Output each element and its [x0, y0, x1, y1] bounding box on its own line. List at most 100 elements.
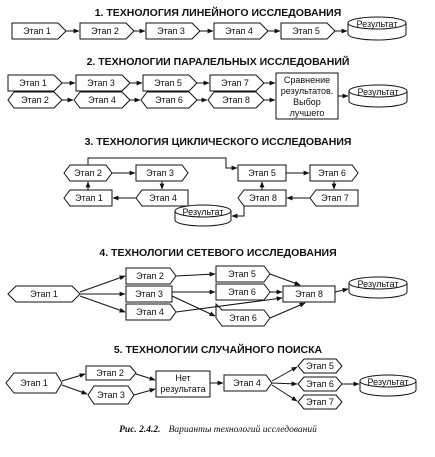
svg-text:Этап 2: Этап 2 — [21, 95, 49, 105]
svg-text:лучшего: лучшего — [290, 108, 325, 118]
sec4-stage-6a: Этап 6 — [215, 283, 271, 301]
svg-text:Этап 2: Этап 2 — [96, 368, 124, 378]
sec4-result-disk: Результат — [348, 276, 408, 299]
svg-text:Этап 1: Этап 1 — [19, 78, 47, 88]
sec1-stage-1: Этап 1 — [11, 22, 67, 40]
sec3-stage-3: Этап 3 — [135, 164, 189, 182]
svg-text:Этап 5: Этап 5 — [154, 78, 182, 88]
svg-text:Этап 2: Этап 2 — [74, 168, 102, 178]
svg-text:Этап 3: Этап 3 — [146, 168, 174, 178]
svg-text:Этап 3: Этап 3 — [87, 78, 115, 88]
sec2-stage-6: Этап 6 — [140, 91, 198, 109]
svg-text:Результат: Результат — [357, 19, 398, 29]
sec1-result-disk: Результат — [347, 16, 407, 41]
caption-label: Рис. 2.4.2. — [119, 425, 160, 435]
svg-text:результатов.: результатов. — [281, 86, 334, 96]
sec2-stage-4: Этап 4 — [73, 91, 131, 109]
sec1-stage-5: Этап 5 — [280, 22, 336, 40]
sec2-stage-1: Этап 1 — [7, 74, 63, 92]
svg-text:Этап 7: Этап 7 — [321, 193, 349, 203]
svg-text:Выбор: Выбор — [293, 97, 321, 107]
svg-text:Этап 5: Этап 5 — [306, 361, 334, 371]
svg-text:Этап 6: Этап 6 — [306, 379, 334, 389]
svg-text:Этап 3: Этап 3 — [135, 289, 163, 299]
svg-text:Нет: Нет — [175, 373, 190, 383]
sec4-stage-8: Этап 8 — [282, 285, 336, 303]
sec2-stage-7: Этап 7 — [209, 74, 265, 92]
sec5-stage-2: Этап 2 — [85, 365, 137, 381]
sec3-stage-6: Этап 6 — [309, 164, 359, 182]
sec2-compare-box: Сравнение результатов. Выбор лучшего — [275, 72, 339, 120]
svg-text:Этап 4: Этап 4 — [233, 378, 261, 388]
sec4-stage-5: Этап 5 — [215, 265, 271, 283]
sec5-result-disk: Результат — [359, 374, 417, 397]
sec4-stage-1: Этап 1 — [7, 285, 81, 303]
svg-text:Этап 5: Этап 5 — [248, 168, 276, 178]
section-5-title: 5. ТЕХНОЛОГИИ СЛУЧАЙНОГО ПОИСКА — [114, 343, 323, 356]
svg-text:Этап 6: Этап 6 — [155, 95, 183, 105]
svg-text:Сравнение: Сравнение — [284, 75, 330, 85]
svg-text:Результат: Результат — [358, 279, 399, 289]
svg-text:Этап 4: Этап 4 — [225, 26, 253, 36]
section-3-title: 3. ТЕХНОЛОГИЯ ЦИКЛИЧЕСКОГО ИССЛЕДОВАНИЯ — [85, 136, 352, 148]
svg-text:Этап 3: Этап 3 — [97, 390, 125, 400]
svg-text:Этап 5: Этап 5 — [292, 26, 320, 36]
svg-text:Результат: Результат — [358, 87, 399, 97]
sec2-stage-5: Этап 5 — [142, 74, 198, 92]
sec5-stage-7: Этап 7 — [297, 394, 343, 410]
sec5-no-result-box: Нет результата — [155, 370, 211, 398]
svg-text:Этап 4: Этап 4 — [136, 307, 164, 317]
svg-text:Результат: Результат — [368, 377, 409, 387]
sec5-stage-6: Этап 6 — [297, 376, 343, 392]
svg-text:Этап 1: Этап 1 — [23, 26, 51, 36]
svg-text:Результат: Результат — [183, 207, 224, 217]
sec5-stage-5: Этап 5 — [297, 358, 343, 374]
sec2-stage-8: Этап 8 — [207, 91, 265, 109]
section-4-title: 4. ТЕХНОЛОГИИ СЕТЕВОГО ИССЛЕДОВАНИЯ — [99, 247, 336, 259]
caption-text: Варианты технологий исследований — [169, 424, 318, 435]
sec2-result-disk: Результат — [348, 84, 408, 108]
sec1-stage-3: Этап 3 — [145, 22, 201, 40]
sec2-stage-2: Этап 2 — [7, 91, 63, 109]
svg-text:Этап 1: Этап 1 — [30, 289, 58, 299]
svg-text:Этап 6: Этап 6 — [228, 287, 256, 297]
section-2-title: 2. ТЕХНОЛОГИИ ПАРАЛЕЛЬНЫХ ИССЛЕДОВАНИЙ — [87, 55, 350, 68]
sec4-stage-4: Этап 4 — [125, 303, 177, 321]
svg-text:Этап 3: Этап 3 — [157, 26, 185, 36]
sec5-stage-3: Этап 3 — [87, 385, 135, 405]
svg-text:Этап 2: Этап 2 — [136, 271, 164, 281]
svg-text:Этап 4: Этап 4 — [149, 193, 177, 203]
svg-text:Этап 6: Этап 6 — [318, 168, 346, 178]
sec2-edges — [62, 80, 349, 103]
sec5-edges — [61, 366, 360, 402]
sec1-stage-2: Этап 2 — [79, 22, 135, 40]
sec3-result-disk: Результат — [174, 204, 232, 227]
sec2-stage-3: Этап 3 — [75, 74, 131, 92]
sec4-stage-3: Этап 3 — [125, 285, 173, 303]
sec3-stage-5: Этап 5 — [237, 164, 287, 182]
sec5-stage-4: Этап 4 — [223, 374, 273, 392]
sec3-stage-8: Этап 8 — [237, 189, 287, 207]
svg-text:Этап 8: Этап 8 — [249, 193, 277, 203]
sec3-edges — [85, 157, 337, 219]
svg-text:Этап 5: Этап 5 — [228, 269, 256, 279]
svg-text:результата: результата — [160, 384, 205, 394]
sec5-stage-1: Этап 1 — [5, 372, 63, 394]
svg-text:Этап 7: Этап 7 — [306, 397, 334, 407]
sec4-edges — [79, 271, 349, 319]
svg-text:Этап 6: Этап 6 — [229, 313, 257, 323]
sec3-stage-2: Этап 2 — [63, 164, 113, 182]
svg-text:Этап 8: Этап 8 — [295, 289, 323, 299]
sec1-stage-4: Этап 4 — [213, 22, 269, 40]
svg-text:Этап 4: Этап 4 — [88, 95, 116, 105]
sec4-stage-6b: Этап 6 — [215, 302, 271, 327]
svg-text:Этап 8: Этап 8 — [222, 95, 250, 105]
section-1-title: 1. ТЕХНОЛОГИЯ ЛИНЕЙНОГО ИССЛЕДОВАНИЯ — [95, 6, 342, 19]
svg-text:Этап 1: Этап 1 — [20, 378, 48, 388]
figure-caption: Рис. 2.4.2. Варианты технологий исследов… — [119, 419, 317, 436]
sec3-stage-7: Этап 7 — [309, 189, 359, 207]
sec3-stage-4: Этап 4 — [135, 189, 189, 207]
svg-text:Этап 2: Этап 2 — [91, 26, 119, 36]
